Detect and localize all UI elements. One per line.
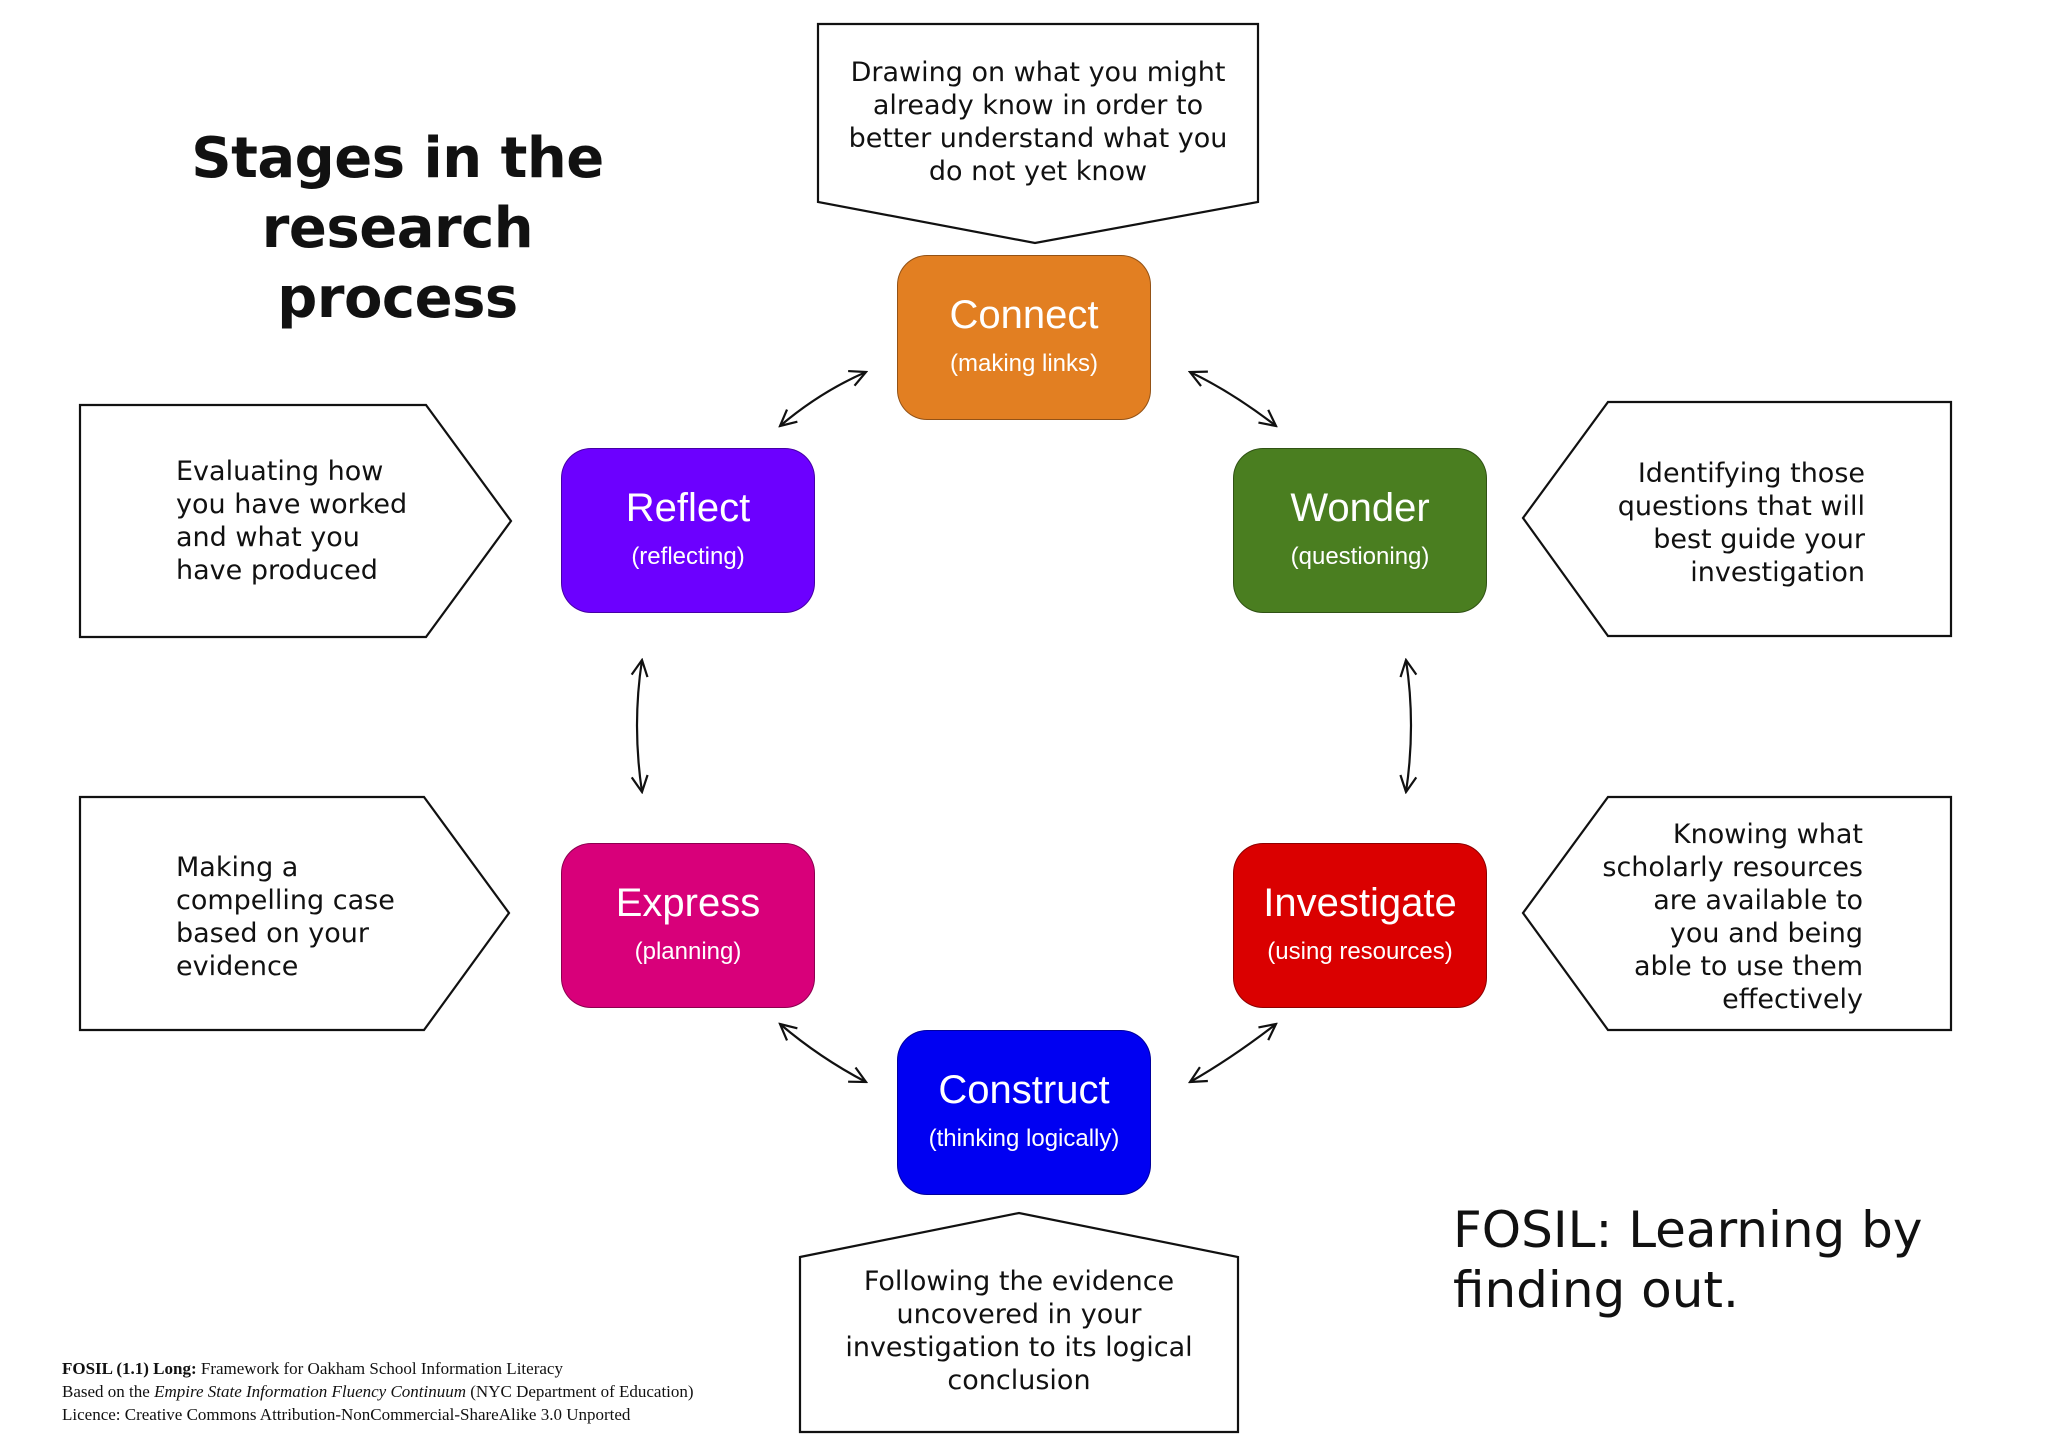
stage-express-sub: (planning) (634, 938, 742, 965)
stage-express[interactable]: Express (planning) (561, 843, 815, 1008)
callout-investigate-shape (1521, 795, 1953, 1032)
callout-line: compelling case (176, 885, 395, 916)
stage-reflect[interactable]: Reflect (reflecting) (561, 448, 815, 613)
callout-line: able to use them (1633, 951, 1863, 982)
stage-reflect-sub: (reflecting) (631, 543, 745, 570)
callout-line: already know in order to (872, 90, 1204, 121)
stage-construct-name: Construct (938, 1068, 1110, 1112)
arrow-connect-wonder (1190, 372, 1276, 426)
page-title: Stages in the research process (150, 124, 645, 334)
footer-line-1-rest: Framework for Oakham School Information … (196, 1359, 563, 1378)
callout-line: questions that will (1617, 491, 1865, 522)
callout-line: have produced (176, 555, 378, 586)
stage-construct-sub: (thinking logically) (928, 1125, 1120, 1152)
title-line-1: Stages in the (191, 126, 604, 191)
footer-line-1-bold: FOSIL (1.1) Long: (62, 1359, 197, 1378)
stage-wonder[interactable]: Wonder (questioning) (1233, 448, 1487, 613)
callout-line: investigation to its logical (845, 1332, 1193, 1363)
callout-line: Drawing on what you might (850, 57, 1226, 88)
slogan: FOSIL: Learning by finding out. (1453, 1200, 1922, 1320)
stage-wonder-sub: (questioning) (1290, 543, 1430, 570)
footer-line-1: FOSIL (1.1) Long: Framework for Oakham S… (62, 1357, 694, 1380)
title-line-2: research process (261, 196, 534, 331)
stage-investigate-name: Investigate (1263, 881, 1457, 925)
footer-line-2: Based on the Empire State Information Fl… (62, 1380, 694, 1403)
callout-line: evidence (176, 951, 299, 982)
footer-line-2-pre: Based on the (62, 1382, 155, 1401)
arrow-reflect-express (637, 660, 642, 792)
callout-wonder-shape (1521, 400, 1953, 638)
slogan-line-2: finding out. (1453, 1261, 1739, 1319)
footer-line-2-italic: Empire State Information Fluency Continu… (154, 1382, 467, 1401)
callout-line: Making a (176, 852, 299, 883)
arrow-reflect-connect (780, 372, 866, 426)
callout-line: you and being (1669, 918, 1863, 949)
callout-line: based on your (176, 918, 370, 949)
callout-line: best guide your (1653, 524, 1865, 555)
stage-investigate[interactable]: Investigate (using resources) (1233, 843, 1487, 1008)
callout-line: do not yet know (928, 156, 1148, 187)
arrow-wonder-investigate (1406, 660, 1411, 792)
footer-line-3: Licence: Creative Commons Attribution-No… (62, 1405, 631, 1424)
callout-line: conclusion (947, 1365, 1091, 1396)
footer-line-2-post: (NYC Department of Education) (466, 1382, 694, 1401)
callout-line: investigation (1690, 557, 1865, 588)
arrow-express-construct (780, 1024, 866, 1082)
callout-construct-shape (798, 1211, 1240, 1434)
callout-line: you have worked (176, 489, 408, 520)
stage-connect-sub: (making links) (949, 350, 1099, 377)
slogan-line-1: FOSIL: Learning by (1453, 1201, 1923, 1259)
stage-express-name: Express (615, 881, 761, 925)
stage-construct[interactable]: Construct (thinking logically) (897, 1030, 1151, 1195)
stage-connect-name: Connect (949, 293, 1099, 337)
arrow-construct-investigate (1190, 1024, 1276, 1082)
callout-line: and what you (176, 522, 360, 553)
stage-wonder-name: Wonder (1290, 486, 1430, 530)
callout-line: scholarly resources (1602, 852, 1863, 883)
callout-line: are available to (1653, 885, 1863, 916)
callout-line: better understand what you (848, 123, 1228, 154)
callout-line: uncovered in your (896, 1299, 1142, 1330)
callout-line: effectively (1722, 984, 1863, 1015)
callout-line: Knowing what (1672, 819, 1863, 850)
stage-reflect-name: Reflect (625, 486, 751, 530)
footer-credits: FOSIL (1.1) Long: Framework for Oakham S… (62, 1357, 694, 1426)
callout-reflect-shape (78, 403, 513, 639)
callout-line: Evaluating how (176, 456, 384, 487)
stage-investigate-sub: (using resources) (1267, 938, 1453, 965)
callout-express-shape (78, 795, 511, 1032)
callout-line: Identifying those (1637, 458, 1865, 489)
callout-connect-shape (816, 22, 1260, 245)
stage-connect[interactable]: Connect (making links) (897, 255, 1151, 420)
callout-line: Following the evidence (863, 1266, 1175, 1297)
